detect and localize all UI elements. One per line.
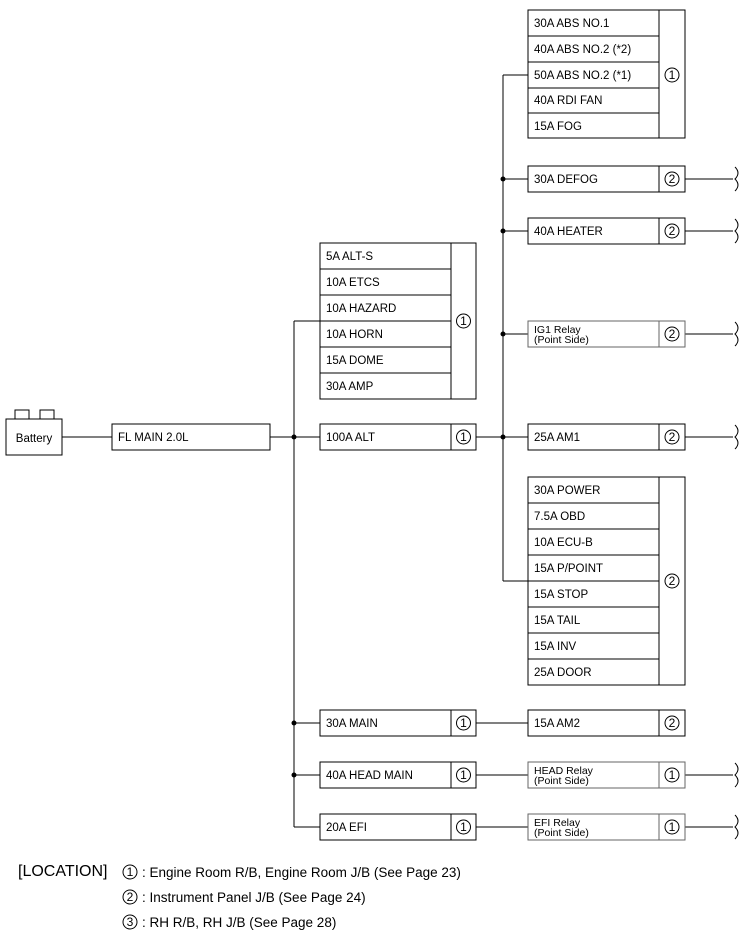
junction-dots — [291, 176, 506, 778]
head-relay: HEAD Relay (Point Side) 1 — [527, 761, 686, 789]
ig1-relay-line2: (Point Side) — [534, 334, 589, 346]
efi-relay-line2: (Point Side) — [534, 827, 589, 839]
fuse-inv: 15A INV — [534, 641, 577, 653]
fuse-amp: 30A AMP — [326, 381, 374, 393]
ig1-relay: IG1 Relay (Point Side) 2 — [527, 320, 686, 348]
battery-label: Battery — [16, 433, 53, 445]
location-marker: 2 — [669, 430, 676, 444]
location-marker: 2 — [669, 716, 676, 730]
fuse-am2-label: 15A AM2 — [534, 718, 580, 730]
location-marker: 1 — [460, 430, 467, 444]
fuse-defog-label: 30A DEFOG — [534, 174, 598, 186]
fuse-horn: 10A HORN — [326, 329, 383, 341]
efi-relay: EFI Relay (Point Side) 1 — [527, 813, 686, 841]
head-relay-line2: (Point Side) — [534, 775, 589, 787]
main-fuse-label: FL MAIN 2.0L — [118, 432, 189, 444]
fuse-group-power: 30A POWER 7.5A OBD 10A ECU-B 15A P/POINT… — [527, 476, 686, 686]
fuse-abs-no1: 30A ABS NO.1 — [534, 18, 609, 30]
fuse-hazard: 10A HAZARD — [326, 303, 396, 315]
fuse-tail: 15A TAIL — [534, 615, 581, 627]
fuse-abs-no2-1: 50A ABS NO.2 (*1) — [534, 70, 631, 82]
fuse-heater: 40A HEATER 2 — [527, 217, 686, 245]
fuse-group-alt: 5A ALT-S 10A ETCS 10A HAZARD 10A HORN 15… — [319, 242, 477, 400]
fuse-ecu-b: 10A ECU-B — [534, 537, 593, 549]
fuse-head-main: 40A HEAD MAIN 1 — [319, 761, 477, 789]
fuse-efi-label: 20A EFI — [326, 822, 367, 834]
fuse-main30: 30A MAIN 1 — [319, 709, 477, 737]
fuse-alt-s: 5A ALT-S — [326, 251, 373, 263]
fuse-am2: 15A AM2 2 — [527, 709, 686, 737]
fuse-am1: 25A AM1 2 — [527, 423, 686, 451]
location-marker: 2 — [669, 172, 676, 186]
fuse-head-main-label: 40A HEAD MAIN — [326, 770, 413, 782]
legend-text: : Instrument Panel J/B (See Page 24) — [142, 890, 366, 905]
location-marker: 1 — [460, 716, 467, 730]
fuse-alt-label: 100A ALT — [326, 432, 375, 444]
battery: Battery — [5, 409, 63, 456]
location-marker: 1 — [460, 314, 467, 328]
fuse-obd: 7.5A OBD — [534, 511, 585, 523]
location-marker: 2 — [669, 574, 676, 588]
fuse-fog: 15A FOG — [534, 121, 582, 133]
main-fuse: FL MAIN 2.0L — [111, 423, 271, 451]
fuse-abs-no2-2: 40A ABS NO.2 (*2) — [534, 44, 631, 56]
fuse-door: 25A DOOR — [534, 667, 592, 679]
location-marker: 1 — [669, 68, 676, 82]
location-marker: 1 — [460, 768, 467, 782]
ig1-relay-line1: IG1 Relay — [534, 324, 581, 336]
fuse-group-abs: 30A ABS NO.1 40A ABS NO.2 (*2) 50A ABS N… — [527, 9, 686, 139]
fuse-heater-label: 40A HEATER — [534, 226, 603, 238]
fuse-stop: 15A STOP — [534, 589, 588, 601]
fuse-main30-label: 30A MAIN — [326, 718, 378, 730]
location-legend: [LOCATION] 1 : Engine Room R/B, Engine R… — [18, 863, 461, 930]
fuse-rdi-fan: 40A RDI FAN — [534, 95, 602, 107]
legend-text: : RH R/B, RH J/B (See Page 28) — [142, 915, 336, 930]
legend-number: 3 — [127, 915, 134, 929]
legend-text: : Engine Room R/B, Engine Room J/B (See … — [142, 865, 461, 880]
fuse-defog: 30A DEFOG 2 — [527, 165, 686, 193]
fuse-etcs: 10A ETCS — [326, 277, 380, 289]
legend-number: 2 — [127, 890, 134, 904]
fuse-efi: 20A EFI 1 — [319, 813, 477, 841]
location-marker: 2 — [669, 224, 676, 238]
fuse-p-point: 15A P/POINT — [534, 563, 603, 575]
fuse-power: 30A POWER — [534, 485, 600, 497]
location-marker: 1 — [669, 768, 676, 782]
wires — [62, 74, 739, 840]
legend-number: 1 — [127, 865, 134, 879]
fuse-alt: 100A ALT 1 — [319, 423, 477, 451]
location-title: [LOCATION] — [18, 863, 108, 880]
location-marker: 2 — [669, 327, 676, 341]
efi-relay-line1: EFI Relay — [534, 817, 581, 829]
fuse-am1-label: 25A AM1 — [534, 432, 580, 444]
location-marker: 1 — [460, 820, 467, 834]
head-relay-line1: HEAD Relay — [534, 765, 594, 777]
location-marker: 1 — [669, 820, 676, 834]
fuse-dome: 15A DOME — [326, 355, 384, 367]
